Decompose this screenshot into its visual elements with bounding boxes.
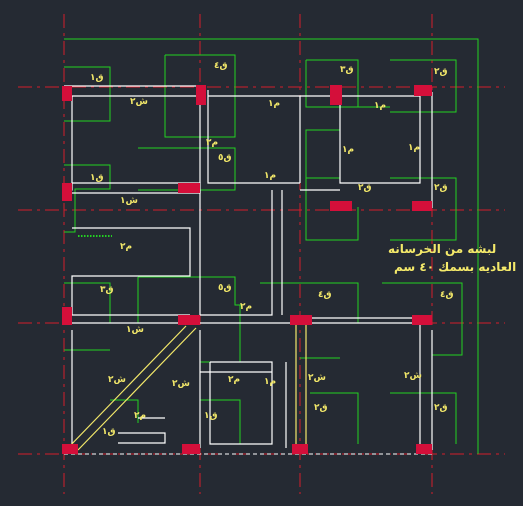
- footing-outline: [64, 66, 111, 122]
- footing-outline: [390, 59, 457, 113]
- label-beam: ش١: [120, 196, 138, 206]
- column: [412, 315, 432, 325]
- label-column-type: م١: [374, 101, 386, 111]
- column: [62, 307, 72, 325]
- label-footing: ق٢: [434, 67, 448, 77]
- column: [62, 86, 72, 101]
- column: [290, 315, 312, 325]
- label-column-type: م٢: [206, 138, 218, 148]
- column: [196, 85, 206, 105]
- label-footing: ق٢: [434, 183, 448, 193]
- label-column-type: م١: [268, 99, 280, 109]
- label-footing: ق١: [90, 173, 104, 183]
- label-column-type: م١: [264, 377, 276, 387]
- stair-lines: [65, 323, 307, 451]
- label-beam: ش٢: [172, 379, 190, 389]
- footing-outline: [64, 164, 111, 233]
- label-column-type: م١: [342, 145, 354, 155]
- column: [292, 444, 308, 454]
- beam-line: [207, 90, 300, 184]
- label-beam: ش٢: [404, 371, 422, 381]
- beam-line: [339, 95, 421, 184]
- beam-line: [209, 361, 273, 445]
- label-footing: ق٣: [340, 65, 354, 75]
- raft-note-line2: العاديه بسمك ٤٠ سم: [394, 260, 516, 274]
- column: [330, 201, 352, 211]
- label-footing: ق١: [204, 411, 218, 421]
- column: [178, 183, 200, 193]
- footing-outline: [164, 54, 236, 138]
- columns: [62, 85, 432, 454]
- label-footing: ق١: [90, 73, 104, 83]
- beam-line: [71, 227, 191, 315]
- label-column-type: م١: [408, 143, 420, 153]
- label-beam: ش٢: [308, 373, 326, 383]
- column: [330, 85, 342, 105]
- footing-outline: [305, 178, 359, 241]
- label-beam: ش١: [126, 325, 144, 335]
- column: [416, 444, 432, 454]
- column: [178, 315, 200, 325]
- label-footing: ق٥: [218, 153, 232, 163]
- label-column-type: م٢: [134, 411, 146, 421]
- footing-outlines: [64, 38, 479, 454]
- footing-outline: [200, 399, 241, 444]
- footing-outline: [64, 282, 111, 323]
- label-footing: ق٥: [218, 283, 232, 293]
- raft-note: لبشه من الخرسانه العاديه بسمك ٤٠ سم: [388, 242, 516, 274]
- footing-outline: [390, 392, 457, 444]
- footing-outline: [382, 282, 463, 356]
- label-beam: ش٢: [108, 375, 126, 385]
- label-column-type: م٢: [228, 375, 240, 385]
- label-column-type: م٢: [240, 302, 252, 312]
- stair-diagonal: [77, 327, 197, 451]
- stair-diagonal: [65, 325, 187, 451]
- raft-boundary: [64, 38, 479, 454]
- label-footing: ق٢: [434, 403, 448, 413]
- label-footing: ق٤: [318, 290, 332, 300]
- column: [62, 444, 78, 454]
- label-footing: ق٤: [214, 61, 228, 71]
- beam-lines: [64, 85, 433, 450]
- label-footing: ق٢: [314, 403, 328, 413]
- label-footing: ق١: [102, 427, 116, 437]
- label-column-type: م١: [264, 171, 276, 181]
- beam-line: [118, 432, 166, 444]
- label-footing: ق٤: [440, 290, 454, 300]
- footing-outline: [390, 177, 457, 241]
- column: [62, 183, 72, 201]
- column: [414, 85, 432, 96]
- element-labels: ق١ ق٤ ق٣ ق٢ ش٢ م١ م١ ق٥ م٢ م١ م١ ق١ ق٢ ق…: [90, 61, 454, 437]
- label-beam: ش٢: [130, 97, 148, 107]
- label-footing: ق٢: [358, 183, 372, 193]
- footing-outline: [310, 392, 359, 444]
- column: [412, 201, 432, 211]
- footing-outline: [305, 129, 340, 179]
- label-footing: ق٣: [100, 285, 114, 295]
- footing-outline: [110, 399, 139, 423]
- column: [182, 444, 200, 454]
- label-column-type: م٢: [120, 242, 132, 252]
- raft-note-line1: لبشه من الخرسانه: [388, 242, 496, 256]
- beam-line: [199, 190, 273, 316]
- footing-outline: [260, 282, 359, 323]
